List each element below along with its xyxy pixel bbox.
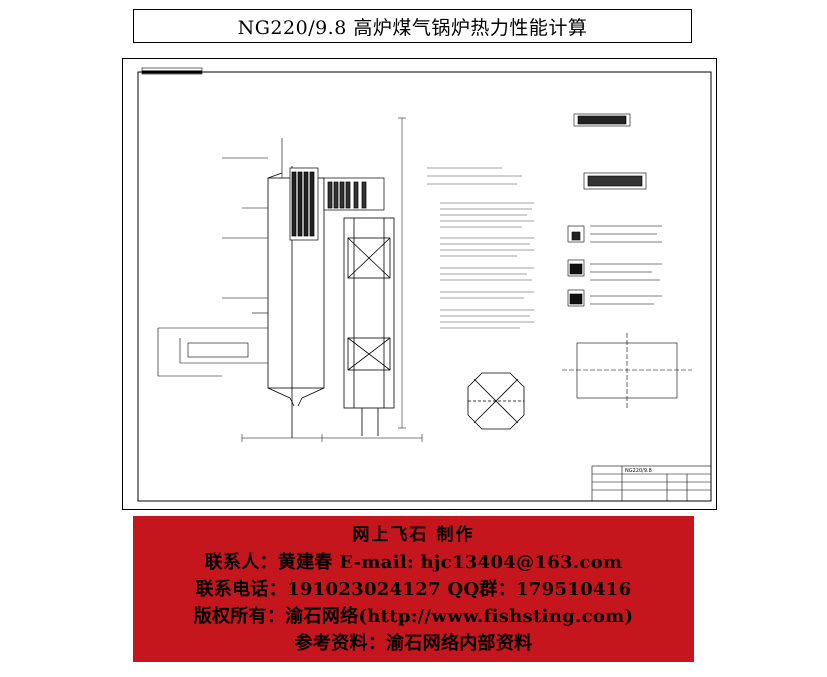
title-block-text: NG220/9.8 [625,468,652,474]
banner-line-producer: 网上飞石 制作 [352,524,475,545]
page-title: NG220/9.8 高炉煤气锅炉热力性能计算 [237,16,588,39]
contact-banner: 网上飞石 制作 联系人：黄建春 E-mail: hjc13404@163.com… [133,516,694,662]
title-block [591,465,712,502]
page-title-box: NG220/9.8 高炉煤气锅炉热力性能计算 [133,9,692,43]
piping [157,138,283,377]
tail-shaft [343,217,395,436]
banner-line-reference: 参考资料：渝石网络内部资料 [294,632,533,654]
superheater-block [289,167,385,241]
banner-line-phone: 联系电话：19102302412​7 QQ群：179510416 [195,578,632,600]
detail-sections [562,113,692,408]
sheet-outer-frame [122,58,717,510]
boiler-drawing: NG220/9.8 [122,58,717,510]
burner-section [467,372,525,430]
sheet-inner-frame [137,71,712,502]
banner-line-contact: 联系人：黄建春 E-mail: hjc13404@163.com [204,551,623,573]
banner-line-copyright: 版权所有：渝石网络(http://www.fishsting.com) [193,605,634,627]
dimension-lines [241,117,423,442]
notes-block [427,167,534,329]
